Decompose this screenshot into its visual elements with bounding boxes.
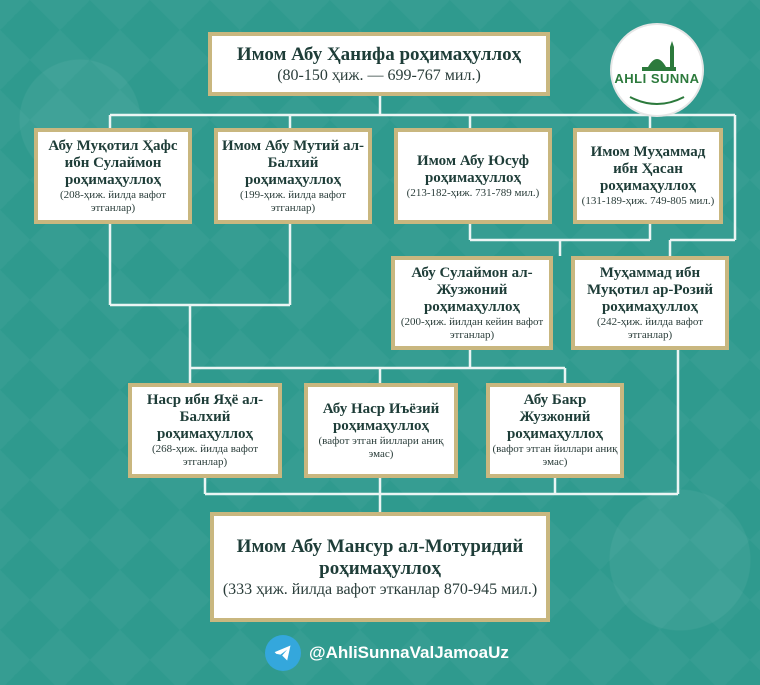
node-dates: (80-150 ҳиж. — 699-767 мил.) bbox=[277, 66, 481, 84]
teacher-node: Муҳаммад ибн Муқотил ар-Розий роҳимаҳулл… bbox=[571, 256, 729, 350]
node-dates: (131-189-ҳиж. 749-805 мил.) bbox=[581, 195, 715, 207]
teacher-node: Наср ибн Яҳё ал-Балхий роҳимаҳуллоҳ (268… bbox=[128, 383, 282, 478]
node-dates: (вафот этган йиллари аниқ эмас) bbox=[318, 434, 444, 460]
node-dates: (333 ҳиж. йилда вафот этканлар 870-945 м… bbox=[222, 580, 538, 598]
node-dates: (вафот этган йиллари аниқ эмас) bbox=[492, 443, 618, 468]
node-name: Имом Абу Мансур ал-Мотуридий роҳимаҳулло… bbox=[236, 535, 524, 579]
telegram-footer[interactable]: @AhliSunnaValJamoaUz bbox=[265, 635, 509, 671]
node-name: Наср ибн Яҳё ал-Балхий роҳимаҳуллоҳ bbox=[146, 392, 264, 442]
node-dates: (242-ҳиж. йилда вафот этганлар) bbox=[596, 315, 704, 341]
node-name: Имом Абу Ҳанифа роҳимаҳуллоҳ bbox=[236, 43, 522, 65]
root-node: Имом Абу Ҳанифа роҳимаҳуллоҳ (80-150 ҳиж… bbox=[208, 32, 550, 96]
ahli-sunna-logo: AHLI SUNNA bbox=[612, 25, 702, 115]
node-name: Абу Наср Иъёзий роҳимаҳуллоҳ bbox=[322, 400, 440, 434]
paper-plane-icon bbox=[274, 645, 291, 661]
teacher-node: Имом Абу Юсуф роҳимаҳуллоҳ (213-182-ҳиж.… bbox=[394, 128, 552, 224]
node-name: Имом Абу Мутий ал-Балхий роҳимаҳуллоҳ bbox=[221, 137, 365, 188]
teacher-node: Абу Наср Иъёзий роҳимаҳуллоҳ (вафот этга… bbox=[304, 383, 458, 478]
teacher-node: Абу Бакр Жузжоний роҳимаҳуллоҳ (вафот эт… bbox=[486, 383, 624, 478]
node-dates: (200-ҳиж. йилдан кейин вафот этганлар) bbox=[400, 315, 544, 341]
telegram-handle[interactable]: @AhliSunnaValJamoaUz bbox=[309, 643, 509, 662]
node-dates: (208-ҳиж. йилда вафот этганлар) bbox=[59, 188, 167, 214]
node-name: Имом Абу Юсуф роҳимаҳуллоҳ bbox=[417, 152, 529, 186]
node-name: Муҳаммад ибн Муқотил ар-Розий роҳимаҳулл… bbox=[586, 264, 714, 315]
node-name: Абу Муқотил Ҳафс ибн Сулаймон роҳимаҳулл… bbox=[48, 137, 178, 188]
telegram-icon[interactable] bbox=[265, 635, 301, 671]
node-name: Имом Муҳаммад ибн Ҳасан роҳимаҳуллоҳ bbox=[590, 144, 706, 194]
node-dates: (268-ҳиж. йилда вафот этганлар) bbox=[151, 443, 259, 468]
node-name: Абу Сулаймон ал-Жузжоний роҳимаҳуллоҳ bbox=[411, 264, 533, 315]
node-dates: (213-182-ҳиж. 731-789 мил.) bbox=[406, 186, 540, 199]
teacher-node: Абу Сулаймон ал-Жузжоний роҳимаҳуллоҳ (2… bbox=[391, 256, 553, 350]
node-name: Абу Бакр Жузжоний роҳимаҳуллоҳ bbox=[506, 392, 604, 442]
node-dates: (199-ҳиж. йилда вафот этганлар) bbox=[239, 188, 347, 214]
teacher-node: Имом Абу Мутий ал-Балхий роҳимаҳуллоҳ (1… bbox=[214, 128, 372, 224]
teacher-node: Абу Муқотил Ҳафс ибн Сулаймон роҳимаҳулл… bbox=[34, 128, 192, 224]
teacher-node: Имом Муҳаммад ибн Ҳасан роҳимаҳуллоҳ (13… bbox=[573, 128, 723, 224]
logo-text: AHLI SUNNA bbox=[614, 71, 700, 86]
mosque-icon bbox=[629, 41, 685, 105]
final-node: Имом Абу Мансур ал-Мотуридий роҳимаҳулло… bbox=[210, 512, 550, 622]
